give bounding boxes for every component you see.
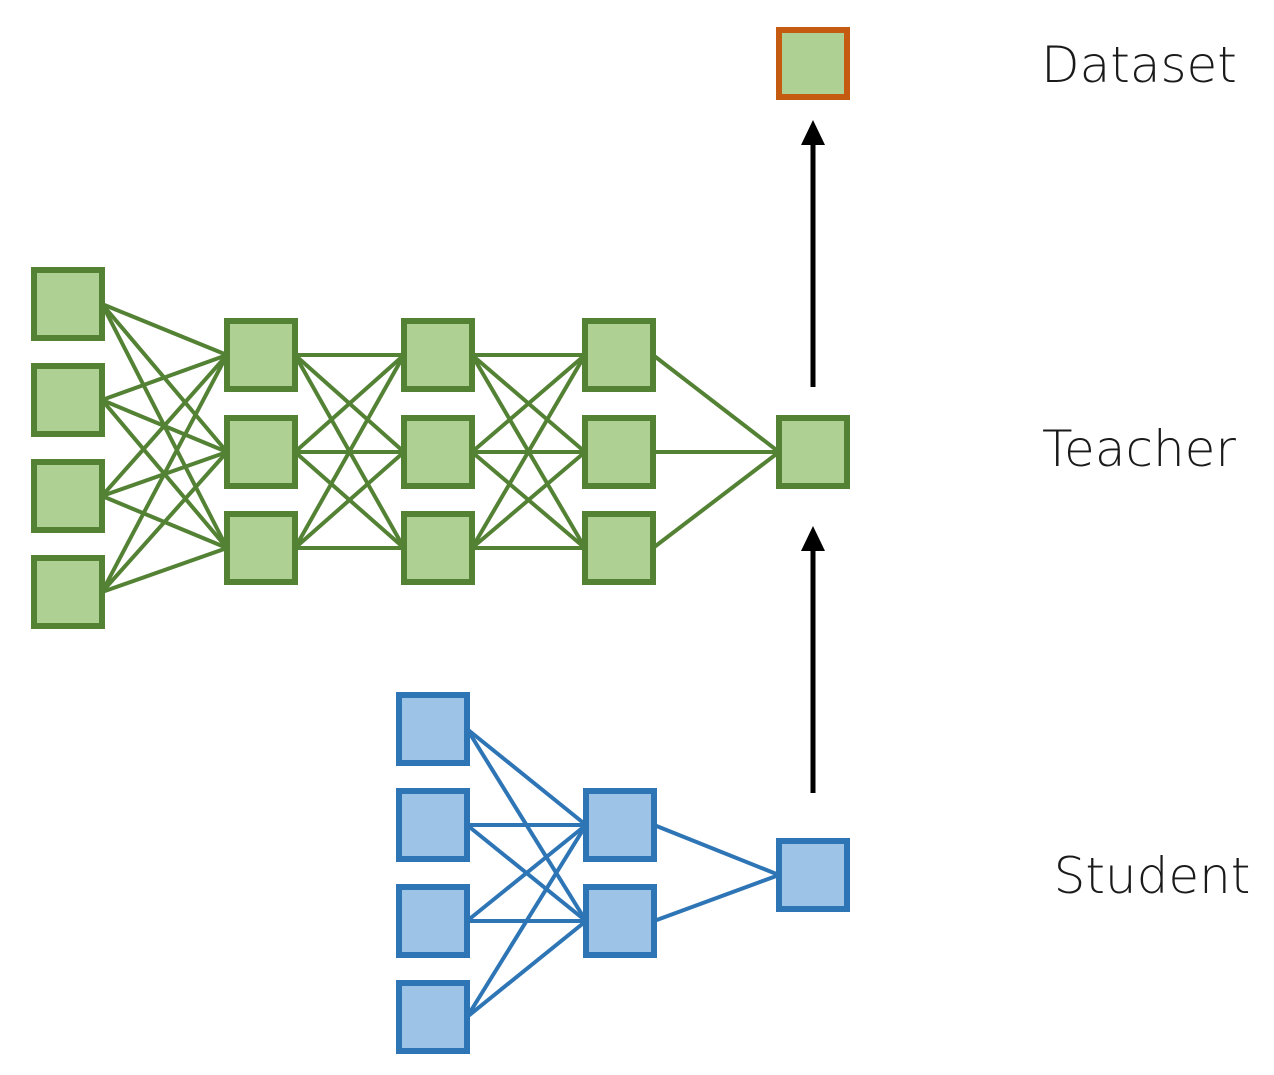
teacher-node (31, 555, 105, 629)
teacher-network (31, 267, 850, 629)
student-node (583, 788, 657, 862)
student-edge (465, 823, 588, 1019)
student-edge (653, 873, 780, 923)
student-network (396, 692, 850, 1054)
student-edge (653, 823, 780, 877)
teacher-edge (101, 302, 228, 357)
teacher-edge (651, 353, 781, 454)
teacher-edge (101, 546, 228, 594)
teacher-label: Teacher (1042, 420, 1236, 478)
teacher-edge (293, 450, 406, 550)
teacher-edge (470, 353, 587, 454)
teacher-node (224, 511, 298, 585)
teacher-edge (100, 354, 229, 593)
teacher-node (401, 415, 475, 489)
student-node (583, 884, 657, 958)
teacher-node (776, 415, 850, 489)
student-node (396, 692, 470, 766)
teacher-node (582, 415, 656, 489)
teacher-node (401, 511, 475, 585)
student-edge (465, 727, 588, 827)
teacher-edge (470, 353, 587, 550)
teacher-edge (101, 353, 228, 402)
dataset-node (776, 27, 850, 100)
student-edge (465, 823, 588, 923)
teacher-edge (470, 450, 587, 550)
student-label: Student (1054, 847, 1251, 905)
teacher-edge (651, 450, 781, 550)
teacher-node (224, 318, 298, 392)
student-node (396, 980, 470, 1054)
teacher-node (401, 318, 475, 392)
teacher-node (31, 363, 105, 437)
teacher-edge (100, 450, 229, 594)
dataset-label: Dataset (1041, 36, 1237, 94)
arrow-teacher-to-dataset (801, 120, 825, 387)
arrow-student-to-teacher (801, 526, 825, 793)
teacher-node (31, 267, 105, 341)
teacher-edge (293, 353, 406, 454)
student-node (396, 884, 470, 958)
teacher-node (582, 318, 656, 392)
teacher-node (224, 415, 298, 489)
student-edge (465, 919, 588, 1019)
student-connections (465, 727, 780, 1019)
student-node (776, 838, 850, 912)
teacher-connections (100, 302, 781, 594)
teacher-edge (293, 354, 406, 549)
teacher-edge (100, 353, 229, 498)
student-node (396, 788, 470, 862)
teacher-node (582, 511, 656, 585)
teacher-node (31, 459, 105, 533)
